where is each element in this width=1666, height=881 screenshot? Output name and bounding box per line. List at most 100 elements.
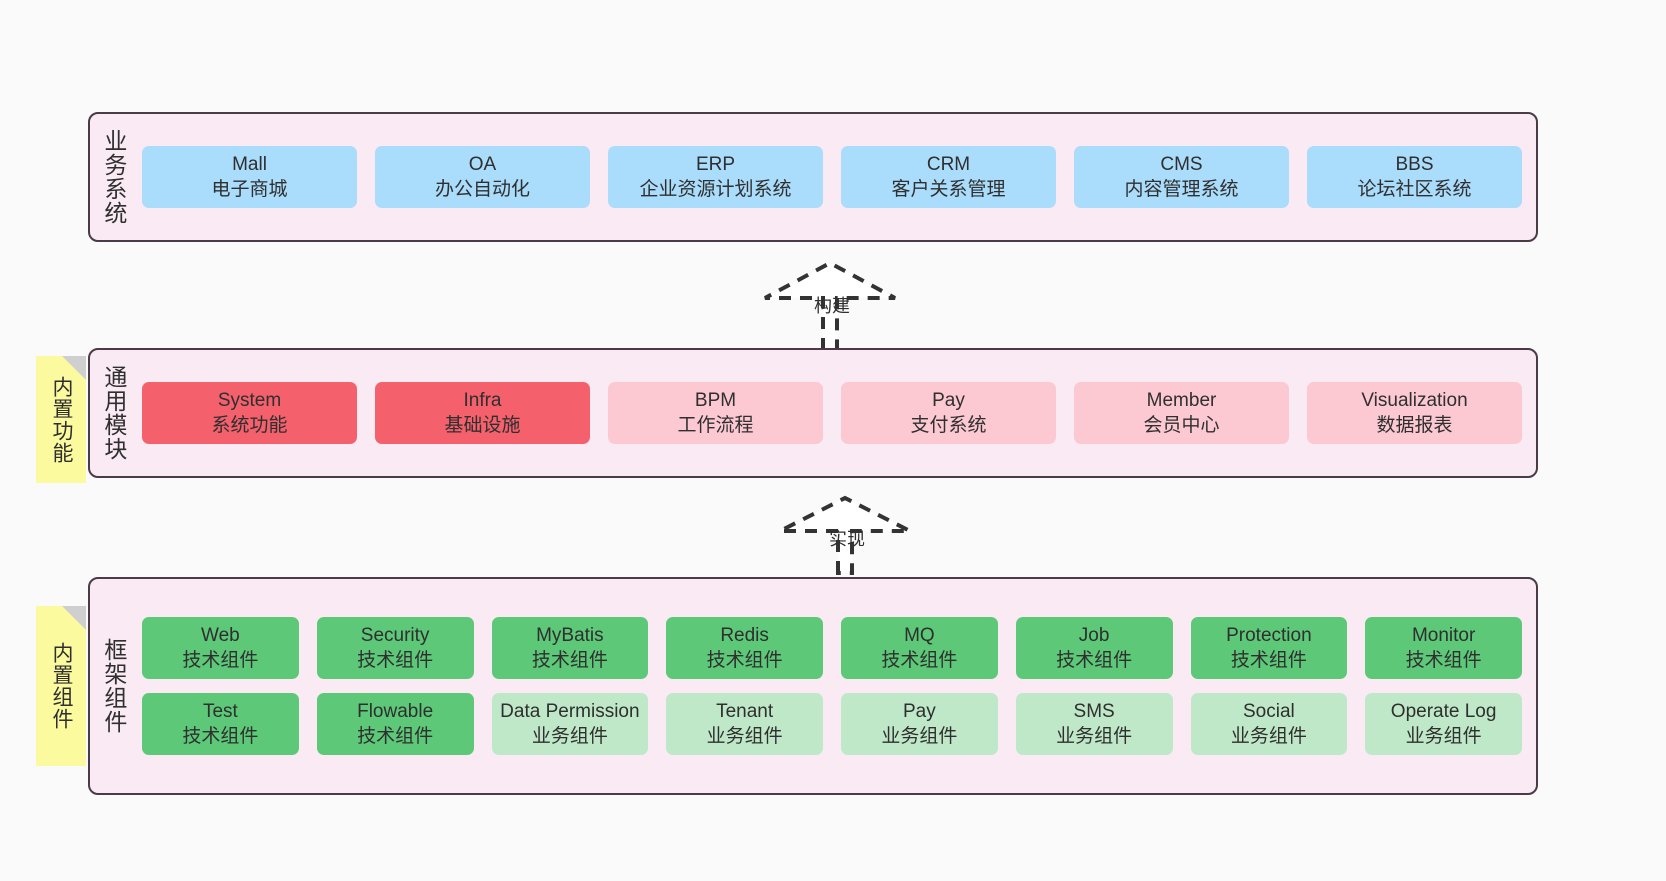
card-title: Visualization — [1361, 389, 1468, 411]
card-social[interactable]: Social 业务组件 — [1190, 693, 1348, 756]
layer-business-systems: 业务系统 Mall 电子商城 OA 办公自动化 ERP 企业资源计划系统 CRM — [88, 112, 1538, 242]
layer-title-common-modules: 通用模块 — [100, 365, 127, 461]
card-mq[interactable]: MQ 技术组件 — [841, 616, 998, 679]
card-pay[interactable]: Pay 支付系统 — [841, 381, 1056, 445]
card-crm[interactable]: CRM 客户关系管理 — [841, 145, 1056, 209]
card-subtitle: 业务组件 — [1230, 726, 1307, 748]
card-mybatis[interactable]: MyBatis 技术组件 — [491, 616, 649, 679]
card-tenant[interactable]: Tenant 业务组件 — [666, 693, 823, 756]
card-title: CRM — [926, 153, 971, 175]
card-title: Redis — [720, 624, 769, 646]
card-redis[interactable]: Redis 技术组件 — [666, 616, 823, 679]
card-subtitle: 技术组件 — [357, 726, 434, 748]
card-title: MyBatis — [536, 624, 604, 646]
card-subtitle: 企业资源计划系统 — [639, 179, 792, 200]
card-test[interactable]: Test 技术组件 — [142, 693, 299, 756]
card-title: Test — [202, 701, 238, 722]
framework-row-business: Test 技术组件 Flowable 技术组件 Data Permission … — [142, 693, 1522, 756]
card-subtitle: 工作流程 — [677, 415, 754, 436]
card-subtitle: 业务组件 — [1405, 726, 1482, 748]
card-mall[interactable]: Mall 电子商城 — [142, 145, 357, 209]
card-oa[interactable]: OA 办公自动化 — [375, 145, 590, 209]
card-title: BBS — [1395, 153, 1434, 175]
card-flowable[interactable]: Flowable 技术组件 — [316, 693, 474, 756]
card-title: CMS — [1160, 153, 1203, 175]
card-subtitle: 论坛社区系统 — [1357, 179, 1472, 200]
card-title: Social — [1243, 701, 1295, 722]
card-data-permission[interactable]: Data Permission 业务组件 — [491, 693, 649, 756]
card-system[interactable]: System 系统功能 — [142, 381, 357, 445]
card-monitor[interactable]: Monitor 技术组件 — [1365, 616, 1522, 679]
framework-components-body: Web 技术组件 Security 技术组件 MyBatis 技术组件 Redi… — [136, 579, 1536, 793]
card-sms[interactable]: SMS 业务组件 — [1015, 693, 1173, 756]
card-security[interactable]: Security 技术组件 — [316, 616, 474, 679]
card-title: BPM — [694, 389, 737, 411]
card-title: Data Permission — [500, 701, 640, 722]
business-systems-row: Mall 电子商城 OA 办公自动化 ERP 企业资源计划系统 CRM 客户关系… — [142, 145, 1522, 209]
card-title: Flowable — [357, 701, 434, 722]
card-title: OA — [468, 153, 497, 175]
note-label: 内置功能 — [49, 375, 73, 464]
card-cms[interactable]: CMS 内容管理系统 — [1074, 145, 1289, 209]
card-erp[interactable]: ERP 企业资源计划系统 — [608, 145, 823, 209]
common-modules-body: System 系统功能 Infra 基础设施 BPM 工作流程 Pay 支付系统… — [136, 350, 1536, 476]
card-subtitle: 技术组件 — [1056, 649, 1133, 671]
card-title: Pay — [903, 701, 936, 722]
business-systems-body: Mall 电子商城 OA 办公自动化 ERP 企业资源计划系统 CRM 客户关系… — [136, 114, 1536, 240]
card-subtitle: 技术组件 — [1405, 649, 1482, 671]
note-fold-icon — [62, 356, 86, 380]
framework-row-tech: Web 技术组件 Security 技术组件 MyBatis 技术组件 Redi… — [142, 616, 1522, 679]
card-subtitle: 业务组件 — [706, 726, 783, 748]
card-subtitle: 基础设施 — [444, 415, 521, 436]
card-title: Tenant — [716, 701, 774, 722]
card-subtitle: 系统功能 — [211, 415, 288, 436]
card-title: Protection — [1226, 624, 1312, 646]
card-title: Monitor — [1411, 624, 1476, 646]
card-subtitle: 业务组件 — [881, 726, 958, 748]
card-subtitle: 办公自动化 — [434, 179, 530, 200]
card-subtitle: 技术组件 — [1230, 649, 1307, 671]
card-infra[interactable]: Infra 基础设施 — [375, 381, 590, 445]
card-title: Security — [360, 624, 430, 646]
card-subtitle: 技术组件 — [182, 649, 259, 671]
card-subtitle: 技术组件 — [881, 649, 958, 671]
arrow-build-label: 构建 — [814, 296, 850, 316]
card-bpm[interactable]: BPM 工作流程 — [608, 381, 823, 445]
card-subtitle: 会员中心 — [1143, 415, 1220, 436]
card-subtitle: 技术组件 — [706, 649, 783, 671]
card-subtitle: 业务组件 — [531, 726, 608, 748]
card-subtitle: 技术组件 — [182, 726, 259, 748]
card-job[interactable]: Job 技术组件 — [1015, 616, 1173, 679]
card-title: Infra — [463, 389, 502, 411]
layer-common-modules: 通用模块 System 系统功能 Infra 基础设施 BPM 工作流程 Pay — [88, 348, 1538, 478]
card-title: Member — [1146, 389, 1217, 411]
card-operate-log[interactable]: Operate Log 业务组件 — [1365, 693, 1522, 756]
card-visualization[interactable]: Visualization 数据报表 — [1307, 381, 1522, 445]
arrow-build: 构建 — [755, 258, 905, 352]
card-pay-business[interactable]: Pay 业务组件 — [841, 693, 998, 756]
card-subtitle: 技术组件 — [531, 649, 608, 671]
card-title: Pay — [932, 389, 965, 411]
note-fold-icon — [62, 606, 86, 630]
layer-title-framework-components: 框架组件 — [100, 638, 127, 734]
card-bbs[interactable]: BBS 论坛社区系统 — [1307, 145, 1522, 209]
common-modules-row: System 系统功能 Infra 基础设施 BPM 工作流程 Pay 支付系统… — [142, 381, 1522, 445]
note-label: 内置组件 — [49, 642, 73, 730]
layer-title-business-systems: 业务系统 — [100, 129, 127, 225]
card-subtitle: 业务组件 — [1056, 726, 1133, 748]
card-web[interactable]: Web 技术组件 — [142, 616, 299, 679]
card-title: Mall — [232, 153, 267, 175]
card-subtitle: 技术组件 — [357, 649, 434, 671]
note-builtin-features: 内置功能 — [36, 356, 86, 483]
card-title: SMS — [1073, 701, 1115, 722]
card-subtitle: 内容管理系统 — [1124, 179, 1239, 200]
card-title: System — [217, 389, 282, 411]
note-builtin-components: 内置组件 — [36, 606, 86, 766]
card-member[interactable]: Member 会员中心 — [1074, 381, 1289, 445]
card-title: MQ — [904, 624, 935, 646]
card-protection[interactable]: Protection 技术组件 — [1190, 616, 1348, 679]
card-title: Operate Log — [1390, 701, 1497, 722]
card-title: ERP — [695, 153, 736, 175]
card-subtitle: 客户关系管理 — [891, 179, 1006, 200]
